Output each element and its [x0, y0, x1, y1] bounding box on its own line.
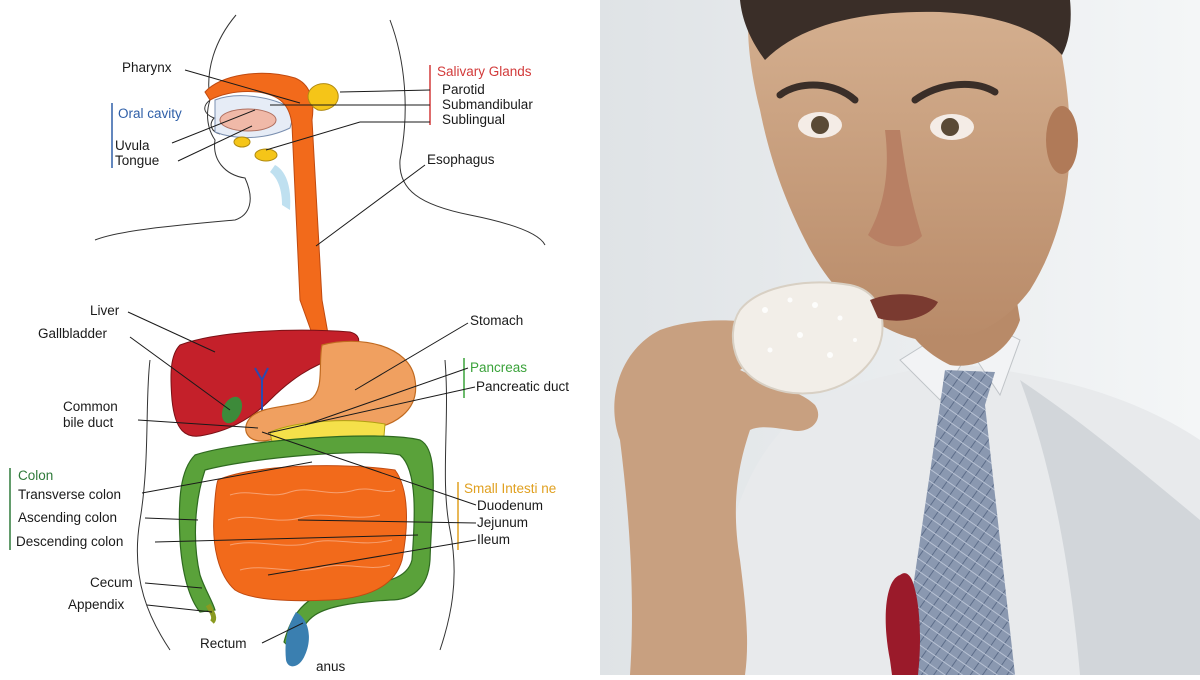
shirt-shadow: [1020, 380, 1200, 675]
label-jejunum: Jejunum: [477, 515, 528, 530]
appendix-shape: [205, 603, 217, 624]
label-uvula: Uvula: [115, 138, 150, 153]
small-intestine-shape: [213, 465, 407, 602]
liver-shape: [170, 329, 360, 437]
rectum-shape: [285, 612, 309, 667]
mouth: [870, 294, 938, 321]
label-pancreatic-duct: Pancreatic duct: [476, 379, 569, 394]
jelly-stain: [885, 573, 920, 675]
face-profile: [204, 99, 221, 135]
man-eating-donut-photo: [600, 0, 1200, 675]
donut-sugar: [762, 297, 857, 358]
label-stomach: Stomach: [470, 313, 523, 328]
label-transverse-colon: Transverse colon: [18, 487, 121, 502]
label-common: Common: [63, 399, 118, 414]
label-liver: Liver: [90, 303, 120, 318]
parotid-gland: [307, 83, 339, 111]
sublingual-gland: [233, 136, 251, 148]
tongue-shape: [219, 108, 277, 132]
label-oral-cavity: Oral cavity: [118, 106, 182, 121]
label-ileum: Ileum: [477, 532, 510, 547]
ear: [1046, 106, 1078, 174]
left-eyebrow: [776, 81, 859, 104]
nose: [868, 130, 922, 247]
label-pharynx: Pharynx: [122, 60, 172, 75]
label-pancreas: Pancreas: [470, 360, 527, 375]
right-eyebrow: [911, 80, 999, 104]
label-appendix: Appendix: [68, 597, 125, 612]
left-iris: [811, 116, 829, 134]
tie: [900, 370, 1015, 675]
label-anus: anus: [316, 659, 346, 674]
donut: [732, 281, 884, 395]
label-tongue: Tongue: [115, 153, 159, 168]
label-esophagus: Esophagus: [427, 152, 495, 167]
label-salivary-glands: Salivary Glands: [437, 64, 532, 79]
label-gallbladder: Gallbladder: [38, 326, 108, 341]
trachea-shape: [270, 165, 291, 210]
submandibular-gland: [254, 148, 278, 162]
label-submandibular: Submandibular: [442, 97, 533, 112]
body-outline: [94, 14, 546, 651]
label-ascending-colon: Ascending colon: [18, 510, 117, 525]
label-bile-duct: bile duct: [63, 415, 114, 430]
hand: [614, 320, 819, 675]
right-iris: [941, 118, 959, 136]
leader-lines: [127, 69, 477, 644]
label-duodenum: Duodenum: [477, 498, 543, 513]
diagram-canvas: Pharynx Oral cavity Uvula Tongue Salivar…: [9, 14, 569, 674]
digestive-system-diagram: Pharynx Oral cavity Uvula Tongue Salivar…: [0, 0, 600, 675]
label-rectum: Rectum: [200, 636, 247, 651]
gallbladder-shape: [221, 396, 243, 424]
small-intestine-coils: [227, 488, 396, 571]
label-parotid: Parotid: [442, 82, 485, 97]
label-colon: Colon: [18, 468, 53, 483]
label-cecum: Cecum: [90, 575, 133, 590]
label-small-intestine: Small Intesti ne: [464, 481, 556, 496]
label-sublingual: Sublingual: [442, 112, 505, 127]
photo-canvas: [600, 0, 1200, 675]
label-descending-colon: Descending colon: [16, 534, 123, 549]
hair: [740, 0, 1071, 60]
